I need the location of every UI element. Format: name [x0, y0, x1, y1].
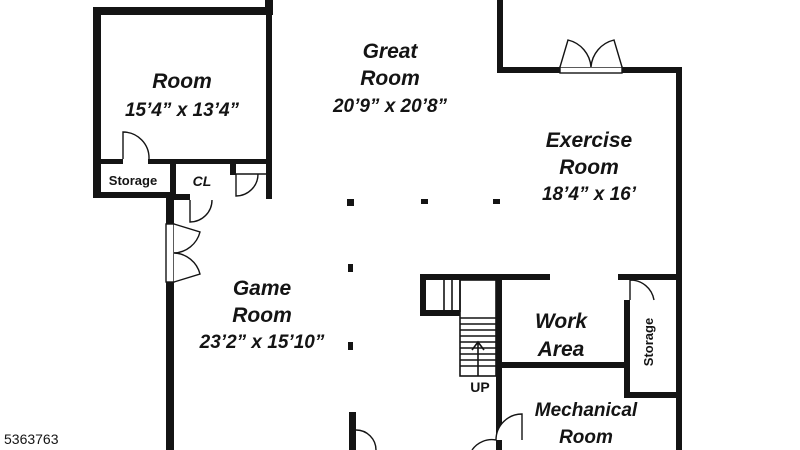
door-closet — [189, 199, 213, 223]
door-cl-right — [235, 173, 259, 197]
game-room-name-2: Room — [232, 304, 292, 327]
wall-storage-right-bottom — [624, 392, 682, 398]
doors — [122, 39, 655, 450]
door-game-left-frame — [165, 223, 175, 283]
room-name: Room — [152, 70, 212, 93]
wall-stairs-top — [420, 274, 550, 280]
wall-game-left-lower — [166, 282, 174, 450]
wall-room-right-lower — [266, 159, 272, 199]
exercise-room-name-2: Room — [559, 156, 619, 179]
wall-room-bottom — [93, 192, 171, 198]
wall-room-left — [93, 7, 101, 197]
storage-left-label: Storage — [109, 173, 157, 188]
door-exercise-swing-a — [559, 39, 592, 68]
wall-storage-top-right — [148, 159, 270, 164]
post — [421, 199, 428, 204]
game-room-name-1: Game — [233, 277, 292, 300]
exercise-room-dims: 18’4” x 16’ — [542, 184, 637, 205]
wall-storage-right-left — [624, 300, 630, 396]
work-area-name-2: Area — [537, 338, 585, 361]
wall-storage-right-top — [618, 274, 682, 280]
stairs: UP — [443, 279, 497, 395]
mechanical-room-name-2: Room — [559, 427, 613, 448]
door-room-storage — [122, 131, 150, 160]
wall-stairs-bottom — [420, 310, 460, 316]
wall-room-top — [93, 7, 273, 15]
door-storage-right — [629, 279, 655, 301]
post — [347, 199, 354, 206]
wall-great-top-stub — [497, 0, 503, 72]
wall-game-left-upper — [166, 194, 174, 224]
door-mechanical — [495, 413, 523, 441]
work-area-name-1: Work — [535, 310, 588, 333]
wall-room-top-stub — [265, 0, 273, 12]
wall-work-bottom — [496, 362, 630, 368]
wall-room-right — [266, 7, 272, 159]
great-room-name-2: Room — [360, 67, 420, 90]
stairs-upper-rail — [443, 280, 461, 312]
wall-storage-divider — [170, 159, 176, 199]
door-game-left-swing-b — [173, 252, 201, 283]
closet-label: CL — [193, 173, 212, 189]
post — [493, 199, 500, 204]
door-bottom-stub — [355, 429, 377, 450]
door-mechanical-b — [471, 438, 497, 450]
mechanical-room-name-1: Mechanical — [535, 400, 638, 421]
room-labels: Room 15’4” x 13’4” Great Room 20’9” x 20… — [109, 40, 656, 448]
wall-exercise-top-left — [497, 67, 560, 73]
posts — [347, 199, 500, 350]
great-room-dims: 20’9” x 20’8” — [332, 96, 448, 117]
door-game-left-swing-a — [173, 223, 201, 254]
game-room-dims: 23’2” x 15’10” — [199, 332, 325, 353]
room-dims: 15’4” x 13’4” — [125, 100, 240, 121]
door-exercise-frame — [559, 66, 623, 74]
storage-right-label: Storage — [641, 318, 656, 366]
walls — [93, 0, 682, 450]
stairs-arrow — [471, 340, 485, 376]
post — [348, 264, 353, 272]
door-exercise-swing-b — [590, 39, 623, 68]
listing-id: 5363763 — [4, 431, 59, 447]
wall-bottom-stub — [349, 412, 356, 450]
wall-stairs-left — [420, 274, 426, 316]
exercise-room-name-1: Exercise — [546, 129, 633, 152]
wall-cl-right — [230, 159, 236, 175]
wall-exercise-top-right — [622, 67, 682, 73]
wall-cl-bottom — [170, 194, 190, 200]
wall-storage-top — [93, 159, 123, 164]
post — [348, 342, 353, 350]
wall-exercise-right — [676, 67, 682, 450]
stairs-up-label: UP — [470, 379, 489, 395]
great-room-name-1: Great — [363, 40, 419, 63]
